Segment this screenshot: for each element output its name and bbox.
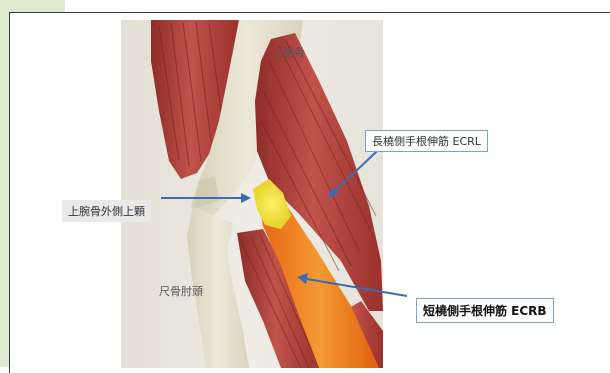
- lateral-epicondyle-label: 上腕骨外側上顆: [62, 200, 151, 222]
- ecrl-label: 長橈側手根伸筋 ECRL: [365, 130, 488, 152]
- top-strip: [0, 0, 65, 12]
- ecrb-label: 短橈側手根伸筋 ECRB: [416, 298, 554, 323]
- figure-frame: 上腕骨 尺骨肘頭 上腕骨外側上顆 長橈側手根伸筋 ECRL 短橈側手根伸筋 EC…: [9, 12, 610, 373]
- humerus-label: 上腕骨: [272, 44, 305, 60]
- ulna-olecranon-label: 尺骨肘頭: [159, 283, 203, 299]
- side-strip: [0, 0, 9, 367]
